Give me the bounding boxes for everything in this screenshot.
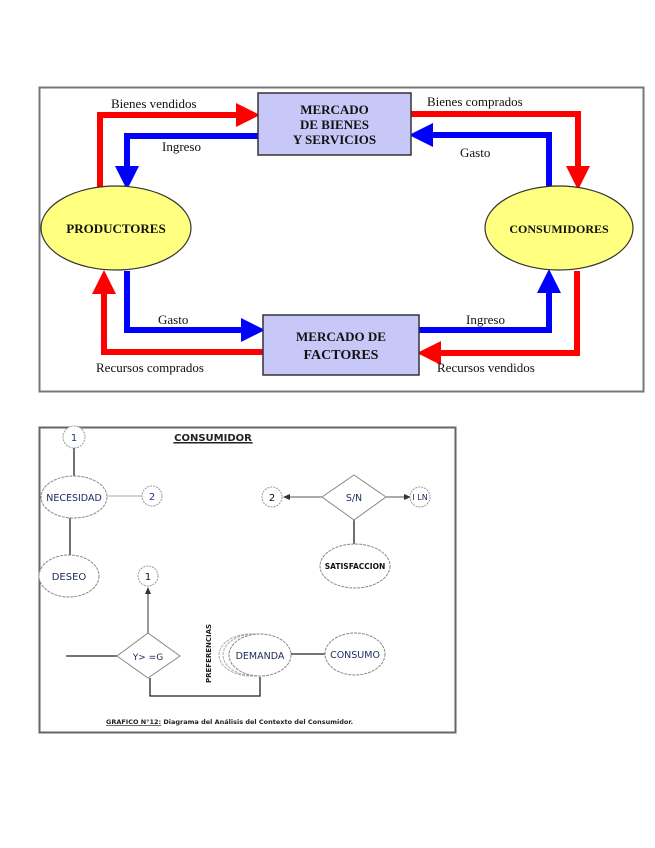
consumers-node: CONSUMIDORES [484, 185, 634, 271]
flow-resources-bought-label: Recursos comprados [96, 360, 204, 375]
connector-1-top: 1 [62, 425, 86, 449]
diagram2-frame [38, 426, 457, 734]
flow-resources-bought-arrow [92, 270, 263, 355]
connector-2-left-label: 2 [269, 493, 275, 504]
flow-consumer-income-label: Ingreso [466, 312, 505, 327]
consumption-label: CONSUMO [330, 650, 380, 661]
flow-resources-sold-arrow [417, 271, 580, 365]
flow-goods-bought-label: Bienes comprados [427, 94, 523, 109]
flow-consumer-income-arrow [419, 269, 561, 333]
flow-producer-income-arrow [115, 133, 258, 190]
flow-producer-spending-label: Gasto [158, 312, 188, 327]
satisfaction-node: SATISFACCION [319, 543, 391, 589]
flow-producer-income-label: Ingreso [162, 139, 201, 154]
goods-market-label-line3: Y SERVICIOS [293, 132, 376, 147]
flow-consumer-spending-label: Gasto [460, 145, 490, 160]
yes-no-decision-node: S/N [321, 474, 387, 521]
connector-end-label: I LN [412, 493, 427, 502]
connector-need-right-label: 2 [149, 492, 155, 503]
circular-flow-diagram: MERCADO DE BIENES Y SERVICIOS MERCADO DE… [38, 86, 645, 393]
connector-2-left: 2 [261, 486, 283, 508]
income-decision-label: Y> =G [132, 653, 163, 663]
goods-market-label-line1: MERCADO [300, 102, 369, 117]
diagram2-title: CONSUMIDOR [174, 433, 252, 444]
flow-goods-sold-label: Bienes vendidos [111, 96, 197, 111]
satisfaction-label: SATISFACCION [325, 562, 385, 571]
producers-node: PRODUCTORES [40, 185, 192, 271]
diagram2-caption: GRAFICO N°12: Diagrama del Análisis del … [106, 718, 353, 726]
connector-1-up: 1 [137, 565, 159, 587]
flow-resources-sold-label: Recursos vendidos [437, 360, 535, 375]
desire-label: DESEO [52, 572, 87, 583]
factor-market-label-line1: MERCADO DE [296, 329, 386, 344]
connector-end: I LN [409, 486, 431, 508]
flow-goods-sold-arrow [97, 103, 260, 187]
consumer-flowchart: CONSUMIDOR 1 NECESIDAD 2 DES [38, 425, 457, 734]
flow-consumer-spending-arrow [409, 123, 552, 186]
yes-no-decision-label: S/N [346, 493, 362, 504]
flow-goods-bought-arrow [411, 111, 590, 190]
connector-1-up-label: 1 [145, 572, 151, 583]
need-node: NECESIDAD [40, 475, 108, 519]
connector-1-top-label: 1 [71, 433, 77, 444]
caption-text: Diagrama del Análisis del Contexto del C… [161, 718, 353, 726]
factor-market-box: MERCADO DE FACTORES [262, 314, 420, 376]
goods-market-label-line2: DE BIENES [300, 117, 369, 132]
demand-node: DEMANDA [228, 633, 292, 677]
demand-label: DEMANDA [236, 651, 285, 662]
flow-producer-spending-arrow [124, 271, 265, 342]
consumers-label: CONSUMIDORES [509, 222, 609, 236]
line-decision-to-demand [149, 677, 261, 697]
desire-node: DESEO [38, 554, 100, 598]
connector-need-right: 2 [141, 485, 163, 507]
factor-market-label-line2: FACTORES [304, 348, 379, 363]
producers-label: PRODUCTORES [66, 221, 165, 236]
consumption-node: CONSUMO [324, 632, 386, 676]
caption-label: GRAFICO N°12: [106, 718, 161, 726]
need-label: NECESIDAD [46, 493, 102, 504]
income-decision-node: Y> =G [116, 632, 181, 679]
goods-market-box: MERCADO DE BIENES Y SERVICIOS [257, 92, 412, 156]
preferences-label: PREFERENCIAS [205, 624, 213, 683]
